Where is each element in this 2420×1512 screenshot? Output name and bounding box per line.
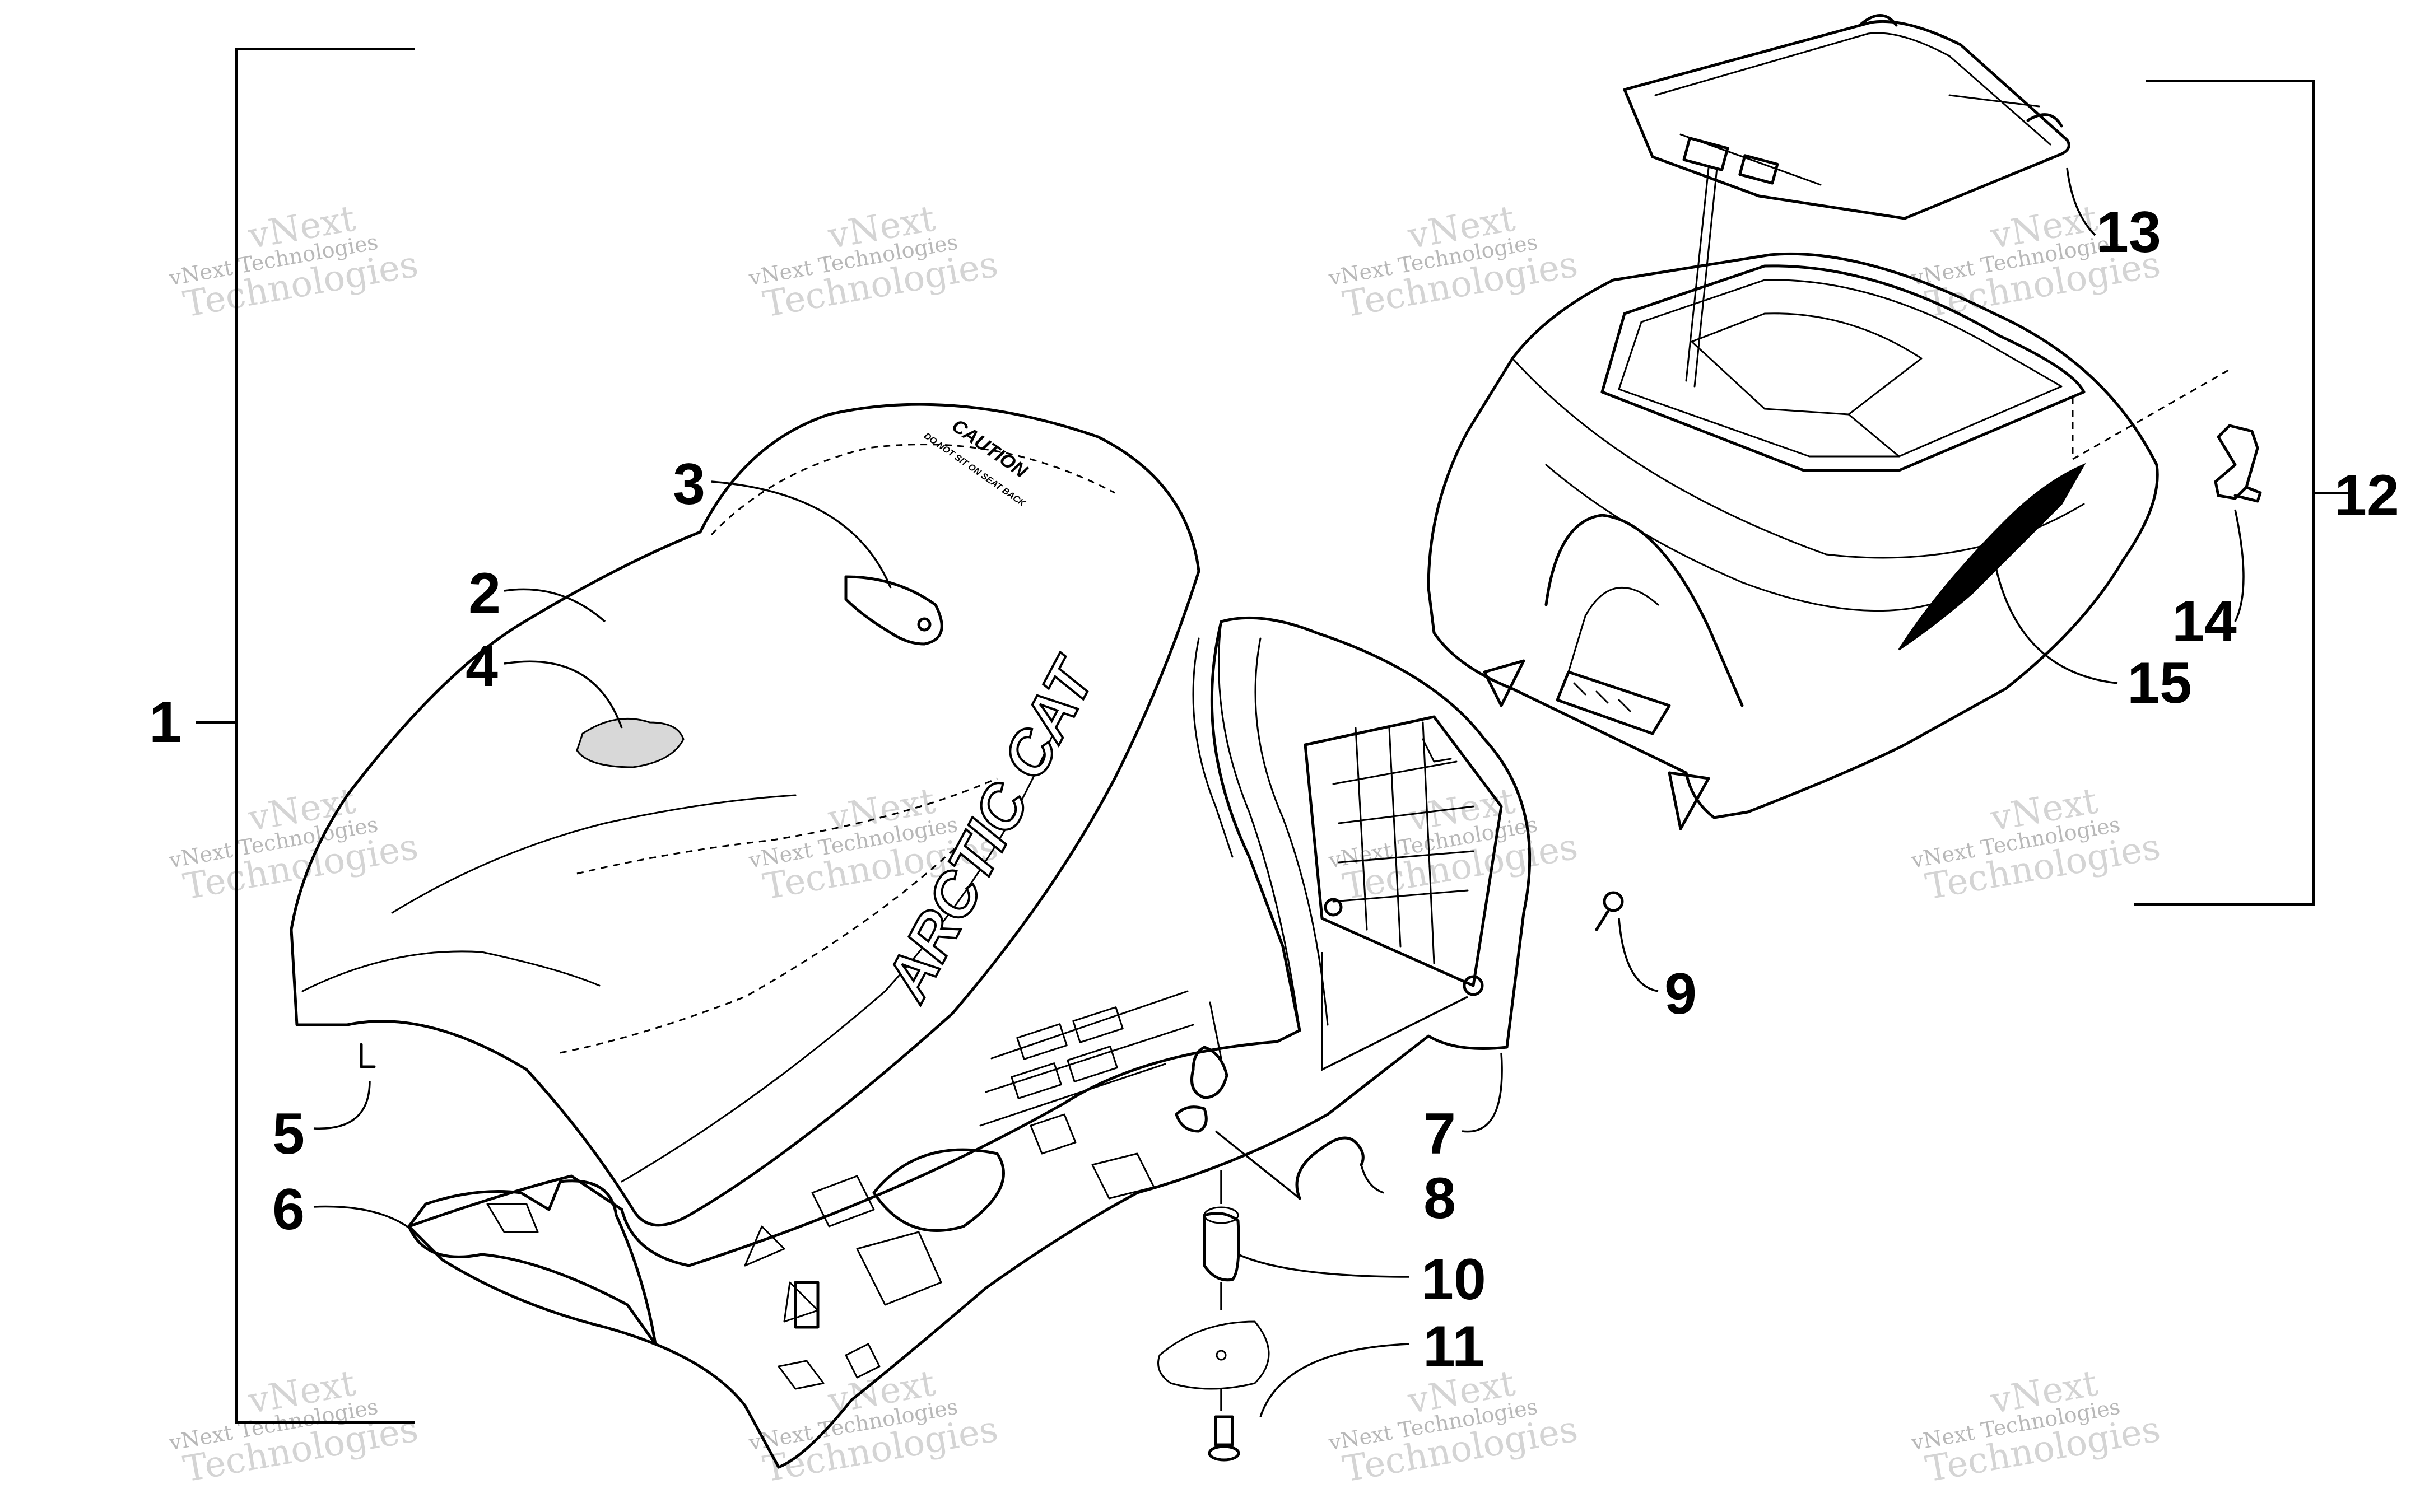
- callout-11: 11: [1423, 1314, 1484, 1379]
- seat: CAUTION DO NOT SIT ON SEAT BACK ARCTIC C…: [290, 403, 1200, 1227]
- callout-3: 3: [673, 452, 705, 517]
- seat-base: [407, 616, 1532, 1469]
- latch: [2214, 424, 2262, 503]
- assembly-bracket-right: [2134, 80, 2353, 906]
- wire-clip: [1295, 1136, 1365, 1200]
- callout-15: 15: [2127, 651, 2192, 716]
- leader-lines: [313, 167, 2245, 1417]
- callout-6: 6: [272, 1177, 305, 1242]
- rear-storage-box: [1427, 252, 2230, 830]
- pad-and-bolt: [1157, 1320, 1270, 1462]
- clip: [360, 1043, 376, 1068]
- assembly-bracket-left: [196, 48, 415, 1424]
- callout-12: 12: [2334, 463, 2399, 528]
- callout-4: 4: [466, 634, 498, 699]
- callout-9: 9: [1664, 962, 1697, 1026]
- rubber-plug: [1203, 1206, 1240, 1282]
- callout-numbers: 1 2 3 4 5 6 7 8 9 10 11 12 13 14 15: [149, 200, 2399, 1379]
- callout-10: 10: [1421, 1247, 1486, 1312]
- caution-title: CAUTION: [948, 415, 1032, 483]
- callout-7: 7: [1423, 1102, 1456, 1166]
- storage-lid: [1623, 14, 2070, 220]
- callout-2: 2: [468, 561, 501, 626]
- callout-1: 1: [149, 690, 182, 755]
- callout-5: 5: [272, 1102, 305, 1166]
- callout-14: 14: [2172, 589, 2237, 654]
- callout-8: 8: [1423, 1166, 1456, 1231]
- callout-13: 13: [2096, 200, 2161, 265]
- screw: [1595, 891, 1624, 931]
